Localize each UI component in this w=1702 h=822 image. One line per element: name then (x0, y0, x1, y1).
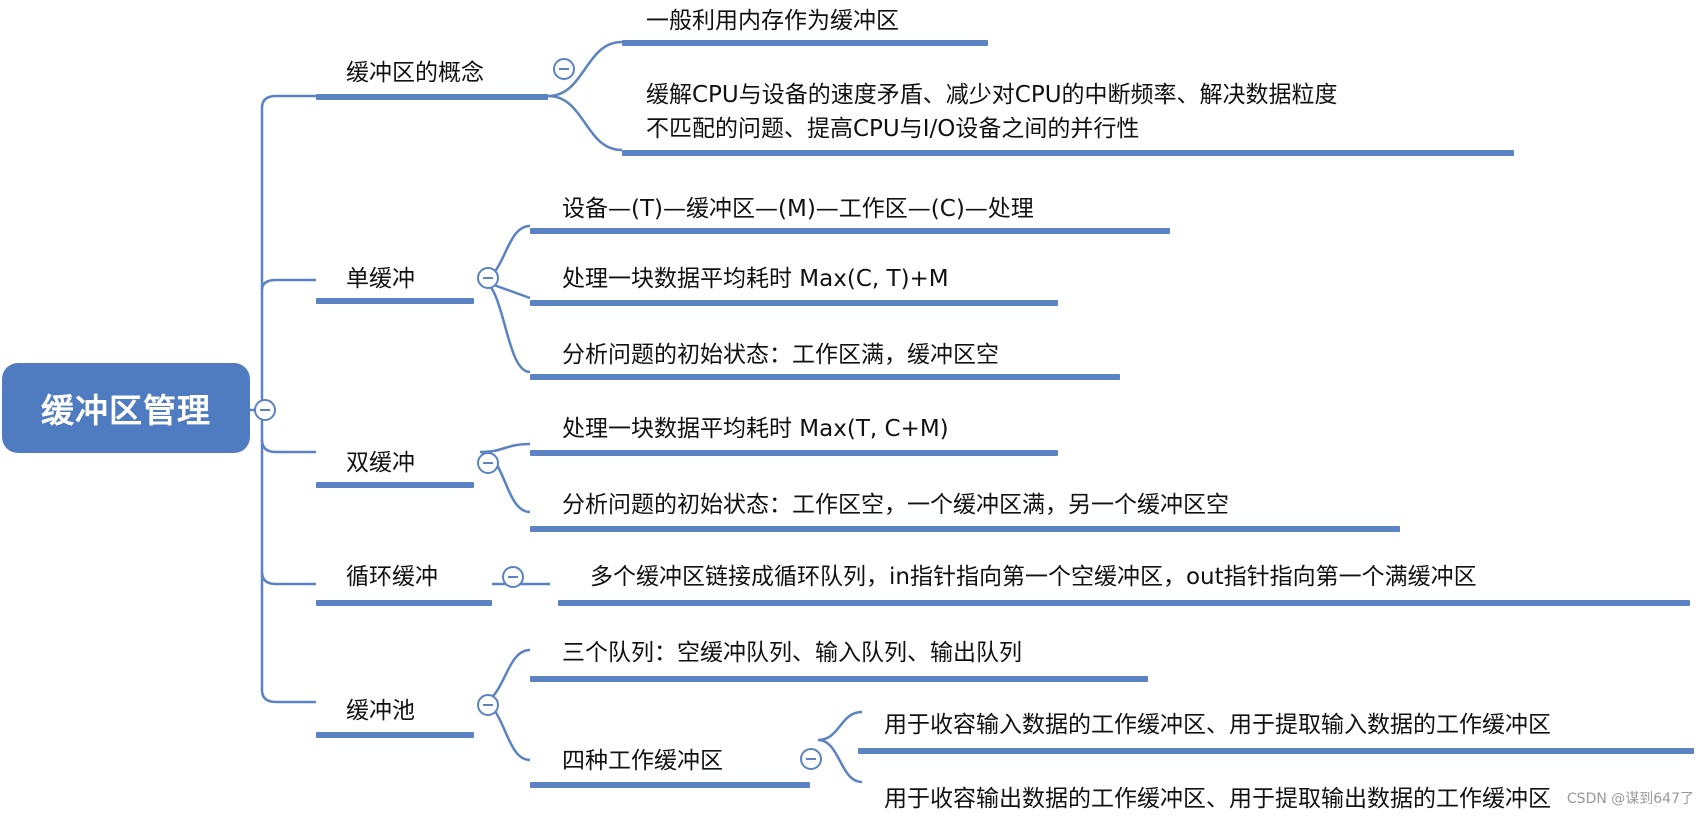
subbranch-label: 四种工作缓冲区 (562, 748, 723, 774)
subbranch-underline (530, 782, 810, 788)
leaf-underline (530, 676, 1148, 682)
connector-branch-4 (260, 571, 316, 586)
leaf-label: 分析问题的初始状态：工作区空，一个缓冲区满，另一个缓冲区空 (562, 492, 1229, 518)
branch-underline (316, 600, 492, 606)
leaf-label: 三个队列：空缓冲队列、输入队列、输出队列 (562, 640, 1022, 666)
minus-circle-icon[interactable] (477, 452, 499, 474)
minus-circle-icon[interactable] (477, 267, 499, 289)
watermark: CSDN @谋到647了 (1566, 791, 1694, 807)
branch-underline (316, 298, 474, 304)
leaf-label: 用于收容输入数据的工作缓冲区、用于提取输入数据的工作缓冲区 (884, 712, 1551, 738)
leaf-underline (530, 526, 1400, 532)
leaf-underline (858, 748, 1694, 754)
connector-b1 (547, 40, 623, 152)
leaf-label: 处理一块数据平均耗时 Max(T, C+M) (562, 416, 949, 442)
leaf-label: 设备—(T)—缓冲区—(M)—工作区—(C)—处理 (562, 196, 1034, 222)
minus-circle-icon[interactable] (502, 566, 524, 588)
connector-branch-3 (260, 439, 316, 454)
minus-circle-icon[interactable] (553, 58, 575, 80)
branch-label: 循环缓冲 (346, 564, 438, 590)
leaf-label: 用于收容输出数据的工作缓冲区、用于提取输出数据的工作缓冲区 (884, 786, 1551, 812)
branch-underline (316, 94, 548, 100)
leaf-underline (530, 300, 1058, 306)
leaf-label: 一般利用内存作为缓冲区 (646, 8, 899, 34)
leaf-underline (530, 228, 1170, 234)
minus-circle-icon[interactable] (800, 748, 822, 770)
minus-circle-icon[interactable] (477, 694, 499, 716)
leaf-underline (622, 150, 1514, 156)
branch-label: 缓冲区的概念 (346, 60, 484, 86)
leaf-label: 处理一块数据平均耗时 Max(C, T)+M (562, 266, 949, 292)
leaf-label-line-2: 不匹配的问题、提高CPU与I/O设备之间的并行性 (646, 116, 1140, 142)
connector-b2 (479, 224, 531, 374)
leaf-underline (622, 40, 988, 46)
branch-label: 双缓冲 (346, 450, 415, 476)
leaf-underline (530, 374, 1120, 380)
branch-underline (316, 482, 474, 488)
leaf-label-line-1: 缓解CPU与设备的速度矛盾、减少对CPU的中断频率、解决数据粒度 (646, 82, 1338, 108)
leaf-label: 多个缓冲区链接成循环队列，in指针指向第一个空缓冲区，out指针指向第一个满缓冲… (590, 564, 1477, 590)
connector-b5-sub (817, 710, 863, 784)
leaf-underline (530, 450, 1058, 456)
root-node[interactable]: 缓冲区管理 (2, 363, 250, 453)
leaf-underline (558, 600, 1690, 606)
minus-circle-icon[interactable] (254, 399, 276, 421)
connector-branch-2 (260, 278, 316, 291)
branch-underline (316, 732, 474, 738)
branch-label: 单缓冲 (346, 266, 415, 292)
leaf-label: 分析问题的初始状态：工作区满，缓冲区空 (562, 342, 999, 368)
connector-spine (260, 94, 316, 704)
branch-label: 缓冲池 (346, 698, 415, 724)
root-label: 缓冲区管理 (41, 391, 211, 430)
